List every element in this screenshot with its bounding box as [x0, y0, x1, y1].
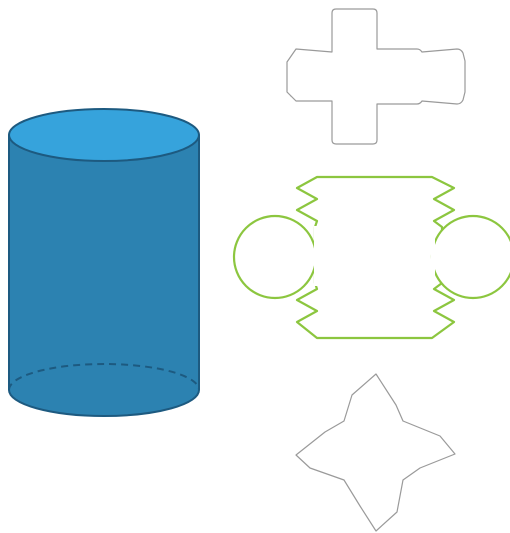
cylinder-hidden-base-edge	[8, 363, 200, 391]
cube-net-outline	[286, 8, 466, 145]
cylinder-net-lateral-surface	[295, 175, 456, 340]
cylinder-3d	[8, 108, 200, 417]
cylinder-net-right-base	[430, 214, 510, 300]
pyramid-net	[295, 373, 456, 532]
pyramid-net-outline	[295, 373, 456, 532]
cylinder-net-left-base	[232, 214, 318, 300]
cylinder-top-face	[8, 108, 200, 162]
cube-net	[286, 8, 466, 145]
cylinder-body	[8, 134, 200, 417]
cylinder-net	[232, 175, 510, 340]
